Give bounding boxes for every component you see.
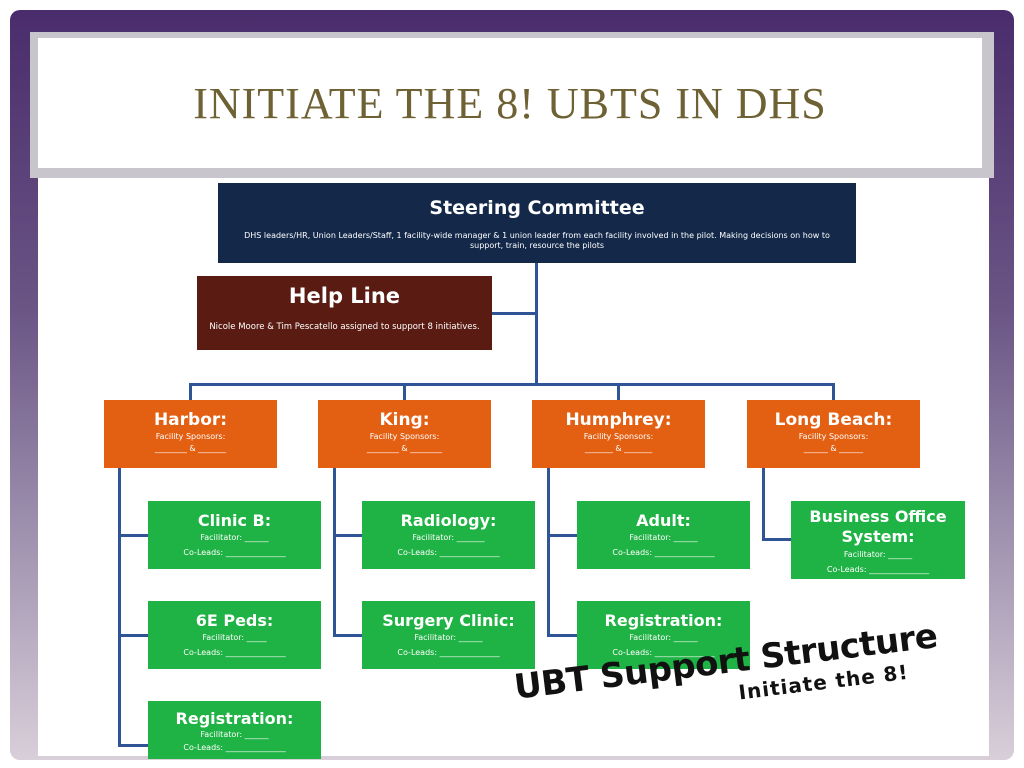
connector-surgery <box>333 634 363 637</box>
facility-sponsors-label: Facility Sponsors: <box>369 432 440 441</box>
unit-coleads: Co-Leads: _______________ <box>826 565 930 574</box>
facility-long-beach: Long Beach: Facility Sponsors: ______ & … <box>747 400 920 468</box>
connector-registration-humphrey <box>547 634 577 637</box>
connector-humphrey-drop <box>617 383 620 400</box>
connector-harbor-drop <box>189 383 192 400</box>
facility-sponsors-label: Facility Sponsors: <box>798 432 869 441</box>
connector-harbor-spine <box>118 468 121 746</box>
facility-sponsors-label: Facility Sponsors: <box>155 432 226 441</box>
connector-king-spine <box>333 468 336 637</box>
connector-trunk <box>535 263 538 385</box>
connector-clinicb <box>118 534 148 537</box>
facility-sponsors-blanks: _______ & _______ <box>584 444 653 453</box>
slide-title: INITIATE THE 8! UBTS IN DHS <box>193 78 827 128</box>
unit-surgery-clinic: Surgery Clinic: Facilitator: ______ Co-L… <box>362 601 535 669</box>
connector-facility-bus <box>189 383 835 386</box>
facility-harbor: Harbor: Facility Sponsors: ________ & __… <box>104 400 277 468</box>
facility-name: Harbor: <box>153 410 228 430</box>
help-line-box: Help Line Nicole Moore & Tim Pescatello … <box>197 276 492 350</box>
help-line-title: Help Line <box>288 284 401 308</box>
unit-coleads: Co-Leads: _______________ <box>612 648 715 657</box>
connector-radiology <box>333 534 363 537</box>
unit-facilitator: Facilitator: _______ <box>412 533 485 542</box>
unit-adult: Adult: Facilitator: ______ Co-Leads: ___… <box>577 501 750 569</box>
unit-name: Registration: <box>175 709 294 728</box>
unit-name: Business Office System: <box>809 507 947 546</box>
unit-facilitator: Facilitator: _____ <box>202 633 267 642</box>
unit-coleads: Co-Leads: _______________ <box>397 648 500 657</box>
unit-name: Registration: <box>604 611 723 630</box>
unit-registration-harbor: Registration: Facilitator: ______ Co-Lea… <box>148 701 321 759</box>
steering-committee-title: Steering Committee <box>429 197 645 219</box>
facility-sponsors-blanks: ________ & _______ <box>154 444 227 453</box>
unit-name: Clinic B: <box>197 511 272 530</box>
connector-longbeach-drop <box>832 383 835 400</box>
unit-coleads: Co-Leads: _______________ <box>397 548 500 557</box>
unit-facilitator: Facilitator: ______ <box>414 633 483 642</box>
unit-coleads: Co-Leads: _______________ <box>183 548 286 557</box>
unit-business-office-system: Business Office System: Facilitator: ___… <box>791 501 965 579</box>
unit-clinic-b: Clinic B: Facilitator: ______ Co-Leads: … <box>148 501 321 569</box>
unit-facilitator: Facilitator: ______ <box>843 550 913 559</box>
unit-radiology: Radiology: Facilitator: _______ Co-Leads… <box>362 501 535 569</box>
unit-facilitator: Facilitator: ______ <box>200 730 269 739</box>
connector-adult <box>547 534 577 537</box>
unit-coleads: Co-Leads: _______________ <box>612 548 715 557</box>
facility-sponsors-label: Facility Sponsors: <box>583 432 654 441</box>
facility-king: King: Facility Sponsors: ________ & ____… <box>318 400 491 468</box>
unit-6e-peds: 6E Peds: Facilitator: _____ Co-Leads: __… <box>148 601 321 669</box>
unit-coleads: Co-Leads: _______________ <box>183 743 286 752</box>
facility-humphrey: Humphrey: Facility Sponsors: _______ & _… <box>532 400 705 468</box>
unit-name: Adult: <box>636 511 691 530</box>
steering-committee-desc: DHS leaders/HR, Union Leaders/Staff, 1 f… <box>244 231 830 250</box>
connector-business <box>762 538 792 541</box>
connector-longbeach-spine <box>762 468 765 541</box>
unit-facilitator: Facilitator: ______ <box>629 533 698 542</box>
facility-name: Long Beach: <box>774 410 893 430</box>
facility-name: Humphrey: <box>565 410 672 430</box>
facility-sponsors-blanks: ______ & ______ <box>803 444 864 453</box>
unit-facilitator: Facilitator: ______ <box>200 533 269 542</box>
steering-committee-box: Steering Committee DHS leaders/HR, Union… <box>218 183 856 263</box>
connector-6epeds <box>118 634 148 637</box>
unit-name: 6E Peds: <box>195 611 274 630</box>
unit-name: Surgery Clinic: <box>382 611 515 630</box>
connector-king-drop <box>403 383 406 400</box>
facility-sponsors-blanks: ________ & ________ <box>366 444 443 453</box>
unit-registration-humphrey: Registration: Facilitator: ______ Co-Lea… <box>577 601 750 669</box>
connector-humphrey-spine <box>547 468 550 637</box>
title-box: INITIATE THE 8! UBTS IN DHS <box>38 38 982 168</box>
unit-name: Radiology: <box>400 511 497 530</box>
help-line-desc: Nicole Moore & Tim Pescatello assigned t… <box>209 322 480 332</box>
connector-helpline <box>492 312 537 315</box>
connector-registration-harbor <box>118 744 148 747</box>
unit-coleads: Co-Leads: _______________ <box>183 648 286 657</box>
facility-name: King: <box>379 410 430 430</box>
unit-facilitator: Facilitator: ______ <box>629 633 698 642</box>
